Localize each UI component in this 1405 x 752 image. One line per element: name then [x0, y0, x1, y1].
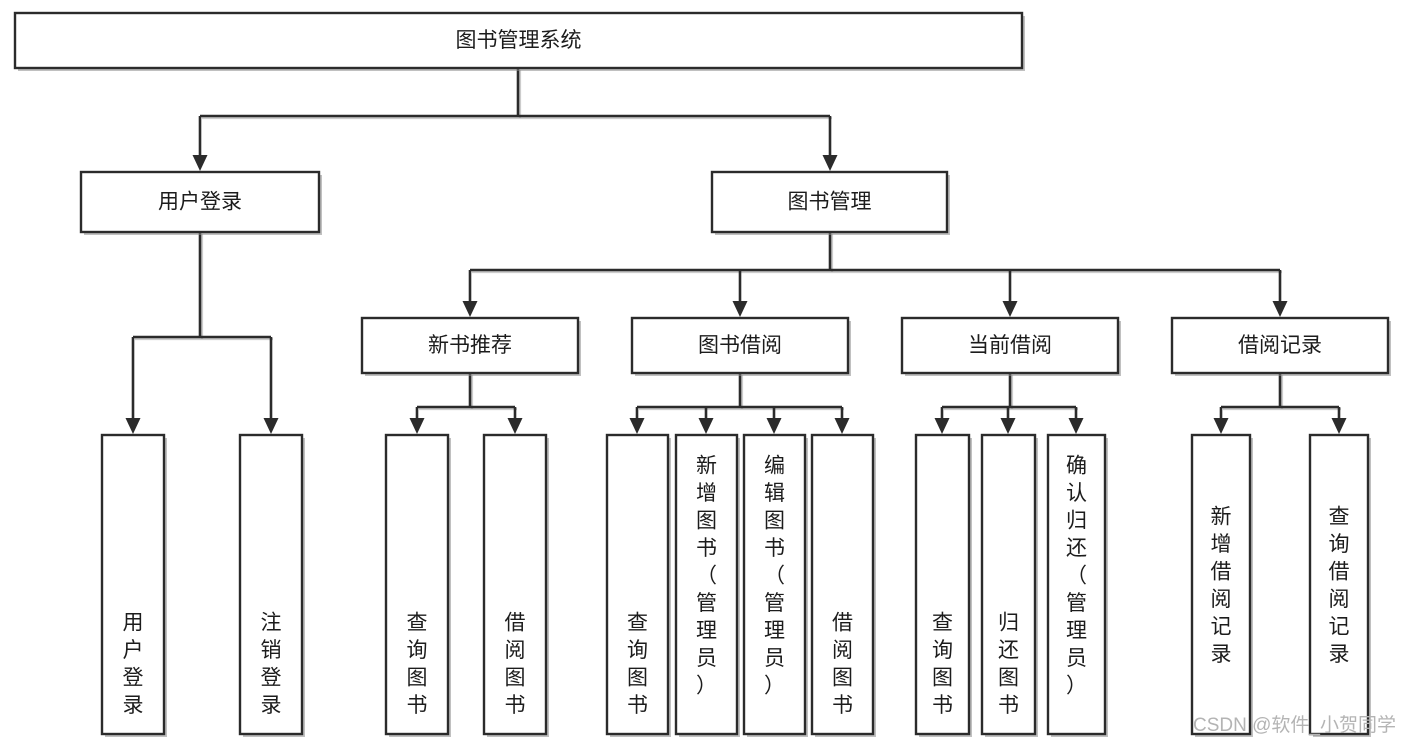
csdn-watermark: CSDN @软件_小贺同学 — [1193, 714, 1396, 736]
node-leaf-add-borrow-record[interactable]: 新增借阅记录 — [1190, 433, 1253, 737]
node-box[interactable] — [605, 433, 670, 736]
node-new-book-recommend[interactable]: 新书推荐 — [360, 316, 581, 376]
node-label: 图书管理 — [788, 191, 872, 214]
node-leaf-user-login[interactable]: 用户登录 — [100, 433, 167, 737]
arrow-head-icon — [766, 418, 782, 434]
node-label: 图书借阅 — [698, 334, 782, 357]
node-leaf-return-book[interactable]: 归还图书 — [980, 433, 1038, 737]
arrow-head-icon — [462, 301, 478, 317]
arrow-head-icon — [507, 418, 523, 434]
arrow-head-icon — [1213, 418, 1229, 434]
node-label: 查询借阅记录 — [1329, 505, 1350, 666]
node-box[interactable] — [100, 433, 166, 736]
node-leaf-borrow-book-recommend[interactable]: 借阅图书 — [482, 433, 549, 737]
arrow-head-icon — [1331, 418, 1347, 434]
node-box[interactable] — [1308, 433, 1370, 736]
connector-book-borrow-to-leaves — [629, 373, 850, 434]
node-label: 确认归还（管理员） — [1066, 454, 1087, 697]
connector-current-borrow-to-leaves — [934, 373, 1084, 434]
node-box[interactable] — [674, 433, 739, 736]
node-leaf-add-book-admin[interactable]: 新增图书（管理员） — [674, 433, 740, 737]
node-label: 当前借阅 — [968, 334, 1052, 357]
arrow-head-icon — [834, 418, 850, 434]
node-box[interactable] — [710, 170, 949, 234]
node-leaf-borrow-book[interactable]: 借阅图书 — [810, 433, 876, 737]
arrow-head-icon — [629, 418, 645, 434]
connector-root-to-level2 — [192, 68, 838, 171]
node-box[interactable] — [742, 433, 807, 736]
arrow-head-icon — [934, 418, 950, 434]
arrow-head-icon — [192, 155, 208, 171]
node-box[interactable] — [384, 433, 450, 736]
node-label: 新增图书（管理员） — [696, 454, 717, 697]
node-leaf-query-book-current[interactable]: 查询图书 — [914, 433, 972, 737]
connector-borrow-record-to-leaves — [1213, 373, 1347, 434]
node-user-login[interactable]: 用户登录 — [79, 170, 322, 235]
node-box[interactable] — [810, 433, 875, 736]
node-label: 用户登录 — [158, 191, 242, 214]
arrow-head-icon — [1272, 301, 1288, 317]
connector-layer — [125, 68, 1347, 434]
node-leaf-query-book-recommend[interactable]: 查询图书 — [384, 433, 451, 737]
connector-new-book-recommend-to-leaves — [409, 373, 523, 434]
arrow-head-icon — [732, 301, 748, 317]
node-book-borrow[interactable]: 图书借阅 — [630, 316, 851, 376]
node-label: 用户登录 — [123, 611, 144, 717]
node-box[interactable] — [482, 433, 548, 736]
node-label: 注销登录 — [261, 611, 282, 717]
node-label: 图书管理系统 — [456, 29, 582, 52]
node-leaf-confirm-return-admin[interactable]: 确认归还（管理员） — [1046, 433, 1108, 737]
node-box[interactable] — [1190, 433, 1252, 736]
node-box[interactable] — [630, 316, 850, 375]
arrow-head-icon — [698, 418, 714, 434]
node-label: 查询图书 — [627, 611, 648, 717]
node-box[interactable] — [914, 433, 971, 736]
node-label: 借阅图书 — [505, 611, 526, 717]
node-box[interactable] — [1170, 316, 1390, 375]
node-borrow-record[interactable]: 借阅记录 — [1170, 316, 1391, 376]
node-label: 归还图书 — [998, 611, 1019, 717]
arrow-head-icon — [125, 418, 141, 434]
arrow-head-icon — [822, 155, 838, 171]
node-box[interactable] — [900, 316, 1120, 375]
node-box[interactable] — [13, 11, 1024, 70]
node-layer: 图书管理系统用户登录图书管理新书推荐图书借阅当前借阅借阅记录用户登录注销登录查询… — [13, 11, 1391, 737]
node-label: 借阅图书 — [832, 611, 853, 717]
arrow-head-icon — [1068, 418, 1084, 434]
node-box[interactable] — [238, 433, 304, 736]
node-label: 查询图书 — [407, 611, 428, 717]
arrow-head-icon — [263, 418, 279, 434]
arrow-head-icon — [1000, 418, 1016, 434]
watermark-layer: CSDN @软件_小贺同学 — [1193, 714, 1396, 736]
node-leaf-edit-book-admin[interactable]: 编辑图书（管理员） — [742, 433, 808, 737]
node-root[interactable]: 图书管理系统 — [13, 11, 1025, 71]
connector-user-login-to-leaves — [125, 232, 279, 434]
connector-book-management-to-level3 — [462, 232, 1288, 317]
node-label: 新增借阅记录 — [1211, 505, 1232, 666]
node-label: 编辑图书（管理员） — [764, 454, 785, 697]
node-leaf-query-book-borrow[interactable]: 查询图书 — [605, 433, 671, 737]
node-box[interactable] — [360, 316, 580, 375]
node-leaf-query-borrow-record[interactable]: 查询借阅记录 — [1308, 433, 1371, 737]
node-label: 查询图书 — [932, 611, 953, 717]
node-box[interactable] — [980, 433, 1037, 736]
node-leaf-logout-login[interactable]: 注销登录 — [238, 433, 305, 737]
node-label: 新书推荐 — [428, 334, 512, 357]
node-label: 借阅记录 — [1238, 334, 1322, 357]
node-box[interactable] — [1046, 433, 1107, 736]
node-current-borrow[interactable]: 当前借阅 — [900, 316, 1121, 376]
arrow-head-icon — [409, 418, 425, 434]
arrow-head-icon — [1002, 301, 1018, 317]
node-box[interactable] — [79, 170, 321, 234]
node-book-management[interactable]: 图书管理 — [710, 170, 950, 235]
